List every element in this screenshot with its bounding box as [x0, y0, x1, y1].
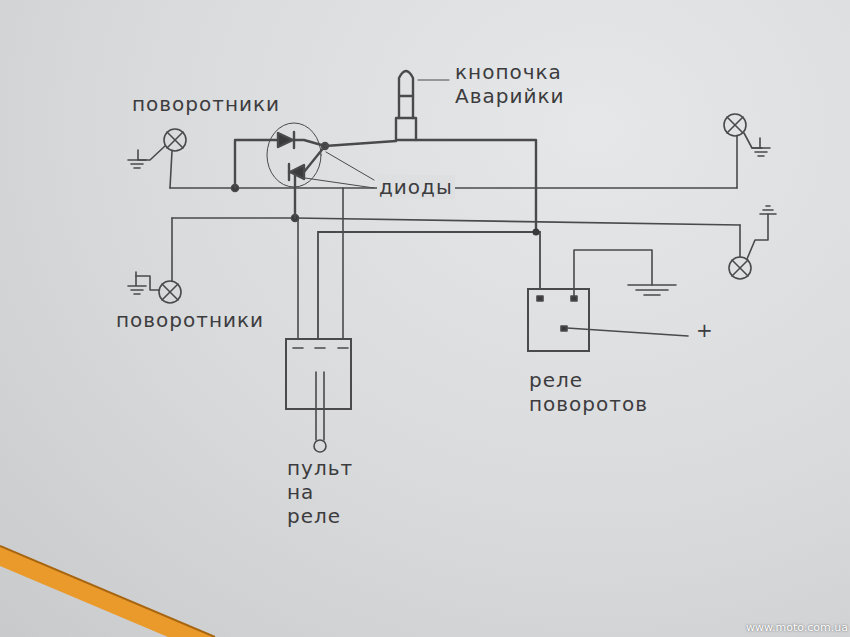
node-caption: реле поворотов — [529, 368, 659, 416]
wire — [172, 218, 740, 225]
relay-box: реле поворотов — [527, 288, 590, 352]
bulb-symbol — [128, 218, 181, 303]
pencil — [0, 546, 215, 637]
bulb-symbol — [724, 114, 770, 188]
bulb-symbol — [729, 206, 776, 279]
bulb-symbol — [128, 129, 186, 188]
wire-connector — [318, 229, 540, 339]
diode-pair — [235, 132, 328, 218]
node-caption: пульт на реле — [287, 456, 367, 528]
leader-line — [305, 152, 374, 188]
wire — [342, 188, 344, 338]
leader-line — [418, 80, 449, 81]
relay-terminals — [537, 250, 688, 336]
handwritten-label: поворотники — [116, 308, 264, 332]
switch-symbol — [293, 348, 348, 452]
wire — [297, 218, 299, 338]
watermark: www.moto.com.ua — [746, 621, 846, 634]
switch-box: пульт на реле — [285, 338, 352, 410]
handwritten-label: поворотники — [132, 92, 280, 116]
handwritten-label: + — [696, 318, 714, 342]
handwritten-label: диоды — [377, 175, 455, 199]
handwritten-label: кнопочка Аварийки — [455, 60, 585, 108]
